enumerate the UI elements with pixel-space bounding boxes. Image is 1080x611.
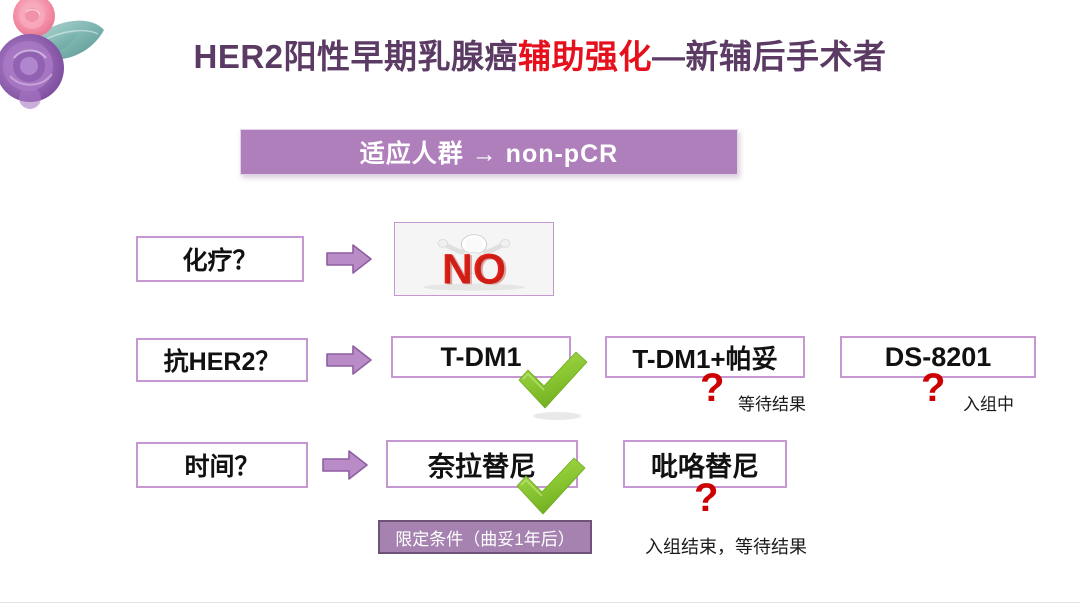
answer-box-tdm1-label: T-DM1 — [440, 341, 522, 372]
question-glyph: ? — [694, 476, 719, 520]
caption-ds8201: 入组中 — [963, 390, 1014, 415]
condition-box-label: 限定条件（曲妥1年后） — [395, 529, 575, 549]
question-mark-ds8201: ? — [921, 368, 945, 408]
condition-box-neratinib: 限定条件（曲妥1年后） — [378, 520, 592, 554]
no-graphic-svg: NO NO — [396, 223, 552, 295]
slide-title: HER2阳性早期乳腺癌辅助强化—新辅后手术者 — [0, 30, 1080, 78]
title-part-2: —新辅后手术者 — [652, 38, 887, 75]
question-box-timing-label: 时间？ — [184, 453, 260, 481]
answer-box-ds8201-label: DS-8201 — [884, 341, 992, 372]
answer-box-tdm1-pertuzumab-label: T-DM1+帕妥 — [632, 343, 778, 374]
answer-box-pyrotinib-label: 吡咯替尼 — [651, 451, 759, 482]
block-arrow-right-icon — [326, 345, 372, 375]
subtitle-banner: 适应人群 → non-pCR — [240, 129, 738, 175]
block-arrow-right-icon — [326, 244, 372, 274]
answer-box-tdm1-pertuzumab: T-DM1+帕妥 — [605, 336, 805, 378]
caption-text: 等待结果 — [738, 395, 806, 414]
bottom-divider — [0, 602, 1080, 603]
caption-text: 入组中 — [963, 395, 1014, 414]
question-glyph: ? — [700, 366, 725, 410]
question-mark-pyrotinib: ? — [694, 478, 718, 518]
question-box-timing: 时间？ — [136, 442, 308, 488]
caption-text: 入组结束，等待结果 — [645, 537, 807, 557]
figure-icon — [437, 234, 511, 274]
caption-tdm1-pertuzumab: 等待结果 — [738, 390, 806, 415]
question-box-chemo: 化疗？ — [136, 236, 304, 282]
answer-box-ds8201: DS-8201 — [840, 336, 1036, 378]
caption-pyrotinib: 入组结束，等待结果 — [645, 533, 807, 559]
answer-box-neratinib: 奈拉替尼 — [386, 440, 578, 488]
title-part-1: HER2阳性早期乳腺癌 — [193, 38, 519, 75]
block-arrow-right-icon — [322, 450, 368, 480]
no-graphic-image: NO NO — [394, 222, 554, 296]
question-mark-tdm1-pertuzumab: ? — [700, 368, 724, 408]
answer-box-tdm1: T-DM1 — [391, 336, 571, 378]
title-part-highlight: 辅助强化 — [518, 38, 653, 75]
subtitle-text: 适应人群 → non-pCR — [359, 140, 619, 168]
question-glyph: ? — [921, 366, 946, 410]
question-box-chemo-label: 化疗？ — [182, 247, 258, 275]
question-box-anti-her2: 抗HER2？ — [136, 338, 308, 382]
answer-box-pyrotinib: 吡咯替尼 — [623, 440, 787, 488]
answer-box-neratinib-label: 奈拉替尼 — [428, 451, 536, 482]
question-box-anti-her2-label: 抗HER2？ — [163, 348, 281, 376]
